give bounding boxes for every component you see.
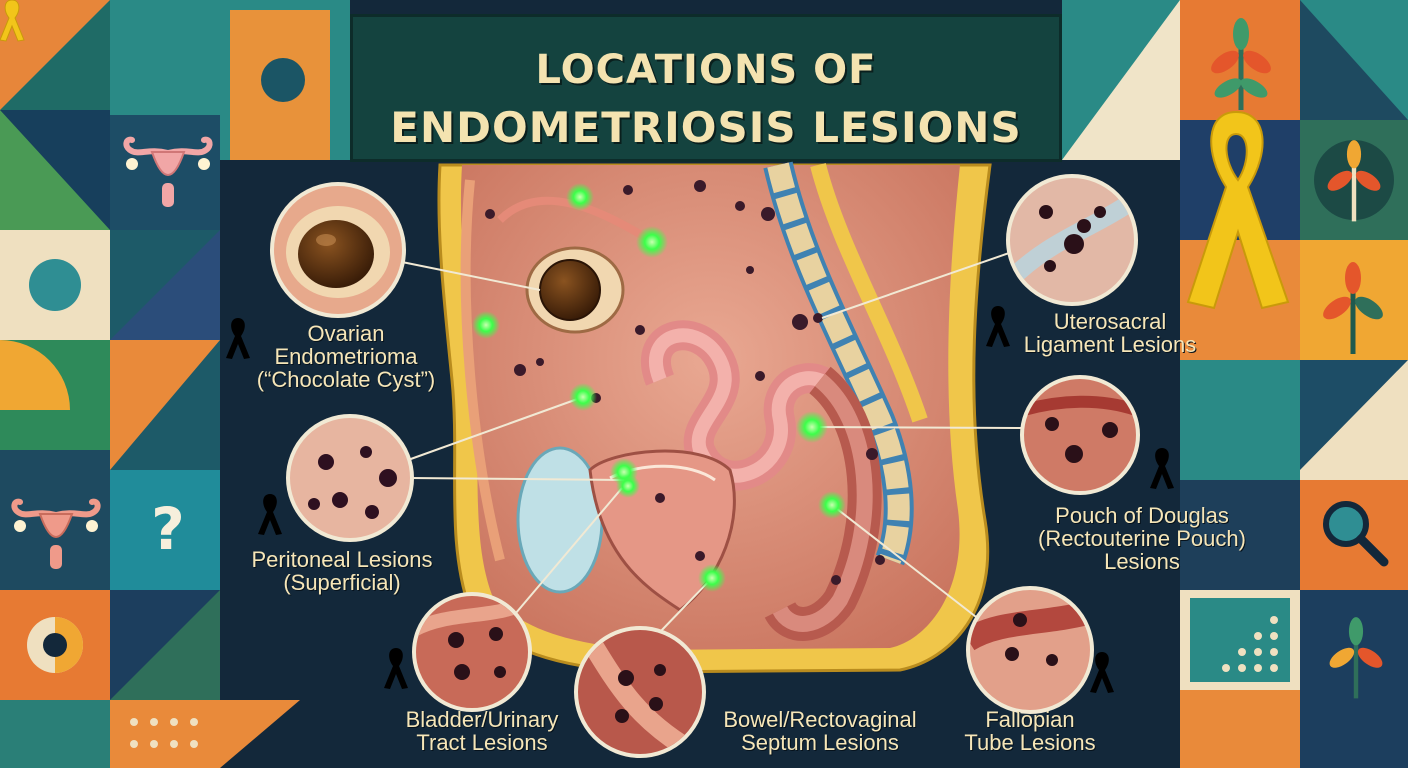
label-line: Peritoneal Lesions [251, 547, 433, 572]
zoom-douglas [1020, 375, 1140, 495]
dot-grid-decoration [1222, 616, 1278, 672]
zoom-fallopian [966, 586, 1094, 714]
label-ovarian-endometrioma: Ovarian Endometrioma (“Chocolate Cyst”) [238, 322, 454, 391]
label-line: Fallopian [985, 707, 1075, 732]
label-uterosacral-ligament-lesions: Uterosacral Ligament Lesions [1010, 310, 1210, 356]
label-line: (“Chocolate Cyst”) [256, 367, 436, 392]
label-line: Endometrioma [274, 344, 418, 369]
question-mark-icon: ? [151, 495, 185, 563]
magnifier-icon [1323, 501, 1389, 567]
label-line: Ligament Lesions [1023, 332, 1197, 357]
awareness-ribbon-icon [1089, 651, 1115, 694]
sprout-icon [1329, 617, 1383, 699]
label-fallopian-tube-lesions: Fallopian Tube Lesions [940, 708, 1120, 754]
zoom-bowel [574, 626, 706, 758]
label-line: Septum Lesions [741, 730, 899, 755]
label-line: (Superficial) [283, 570, 401, 595]
zoom-ovarian [270, 182, 406, 318]
sprout-icon [1323, 262, 1383, 354]
label-line: Pouch of Douglas [1055, 503, 1229, 528]
awareness-ribbon-icon [257, 493, 283, 536]
label-line: Lesions [1104, 549, 1180, 574]
title-panel: LOCATIONS OF ENDOMETRIOSIS LESIONS [350, 14, 1062, 162]
awareness-ribbon-icon [1186, 110, 1290, 310]
label-bowel-rectovaginal-lesions: Bowel/Rectovaginal Septum Lesions [704, 708, 936, 754]
awareness-ribbon-icon [1149, 447, 1175, 490]
sprout-icon [1327, 140, 1381, 222]
zoom-bladder [412, 592, 532, 712]
uterus-icon [123, 136, 213, 207]
label-line: (Rectouterine Pouch) [1038, 526, 1246, 551]
zoom-uterosacral [1006, 174, 1138, 306]
label-bladder-lesions: Bladder/Urinary Tract Lesions [382, 708, 582, 754]
label-pouch-of-douglas-lesions: Pouch of Douglas (Rectouterine Pouch) Le… [1022, 504, 1262, 573]
awareness-ribbon-icon [383, 647, 409, 690]
label-line: Ovarian [307, 321, 385, 346]
zoom-peritoneal [286, 414, 414, 542]
label-line: Tube Lesions [964, 730, 1096, 755]
sprout-icon [1211, 18, 1271, 110]
label-line: Bowel/Rectovaginal [723, 707, 917, 732]
uterus-icon [11, 498, 101, 569]
label-line: Bladder/Urinary [405, 707, 559, 732]
label-line: Tract Lesions [416, 730, 548, 755]
dot-grid-decoration [130, 718, 198, 748]
awareness-ribbon-icon [985, 305, 1011, 348]
page-title-line1: LOCATIONS OF [535, 47, 877, 93]
label-line: Uterosacral [1053, 309, 1167, 334]
label-peritoneal-lesions: Peritoneal Lesions (Superficial) [232, 548, 452, 594]
page-title-line2: ENDOMETRIOSIS LESIONS [390, 103, 1022, 152]
